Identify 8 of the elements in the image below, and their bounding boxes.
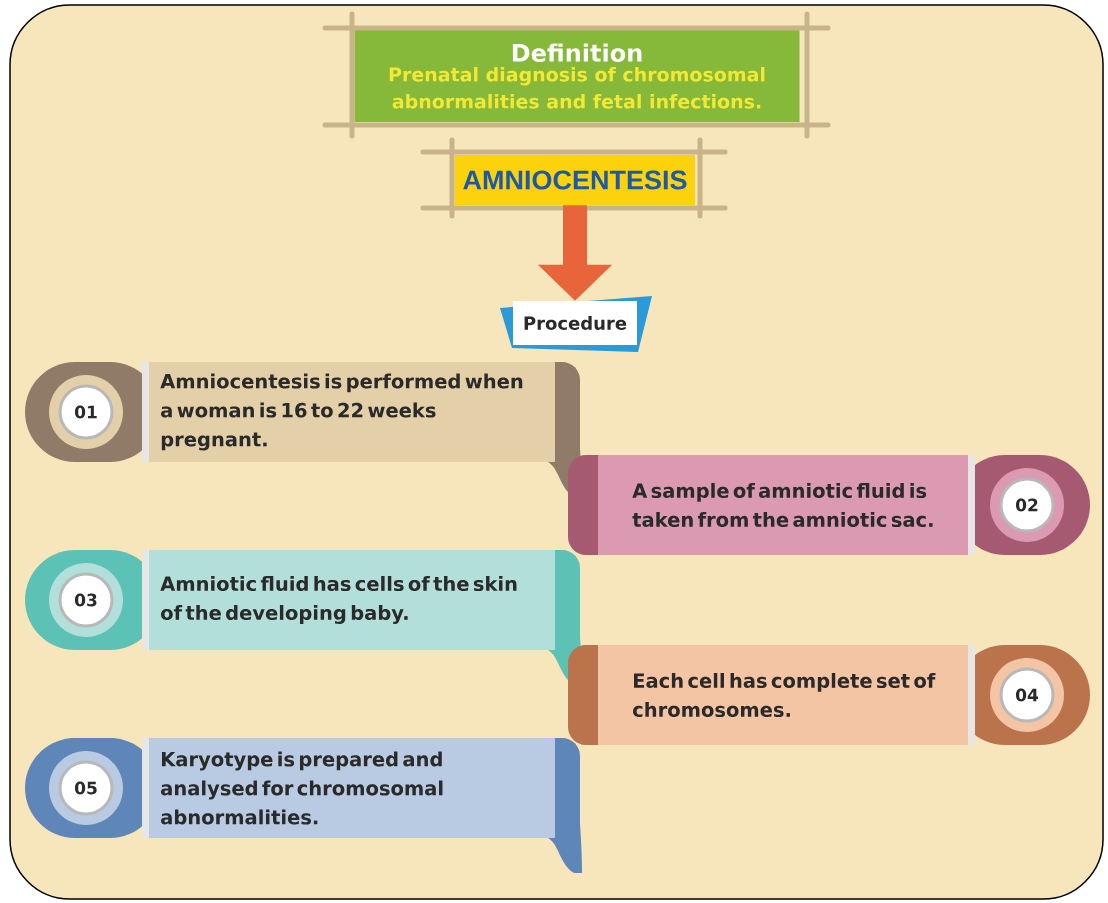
number-badge: 02	[990, 468, 1064, 542]
number-badge: 04	[990, 658, 1064, 732]
number-badge: 01	[49, 375, 123, 449]
title-box: AMNIOCENTESIS	[455, 155, 695, 205]
number-badge: 05	[49, 751, 123, 825]
procedure-banner: Procedure	[500, 296, 652, 352]
number-badge: 03	[49, 563, 123, 637]
definition-box: Definition Prenatal diagnosis of chromosomal abnormalities and fetal infections.	[354, 30, 800, 122]
